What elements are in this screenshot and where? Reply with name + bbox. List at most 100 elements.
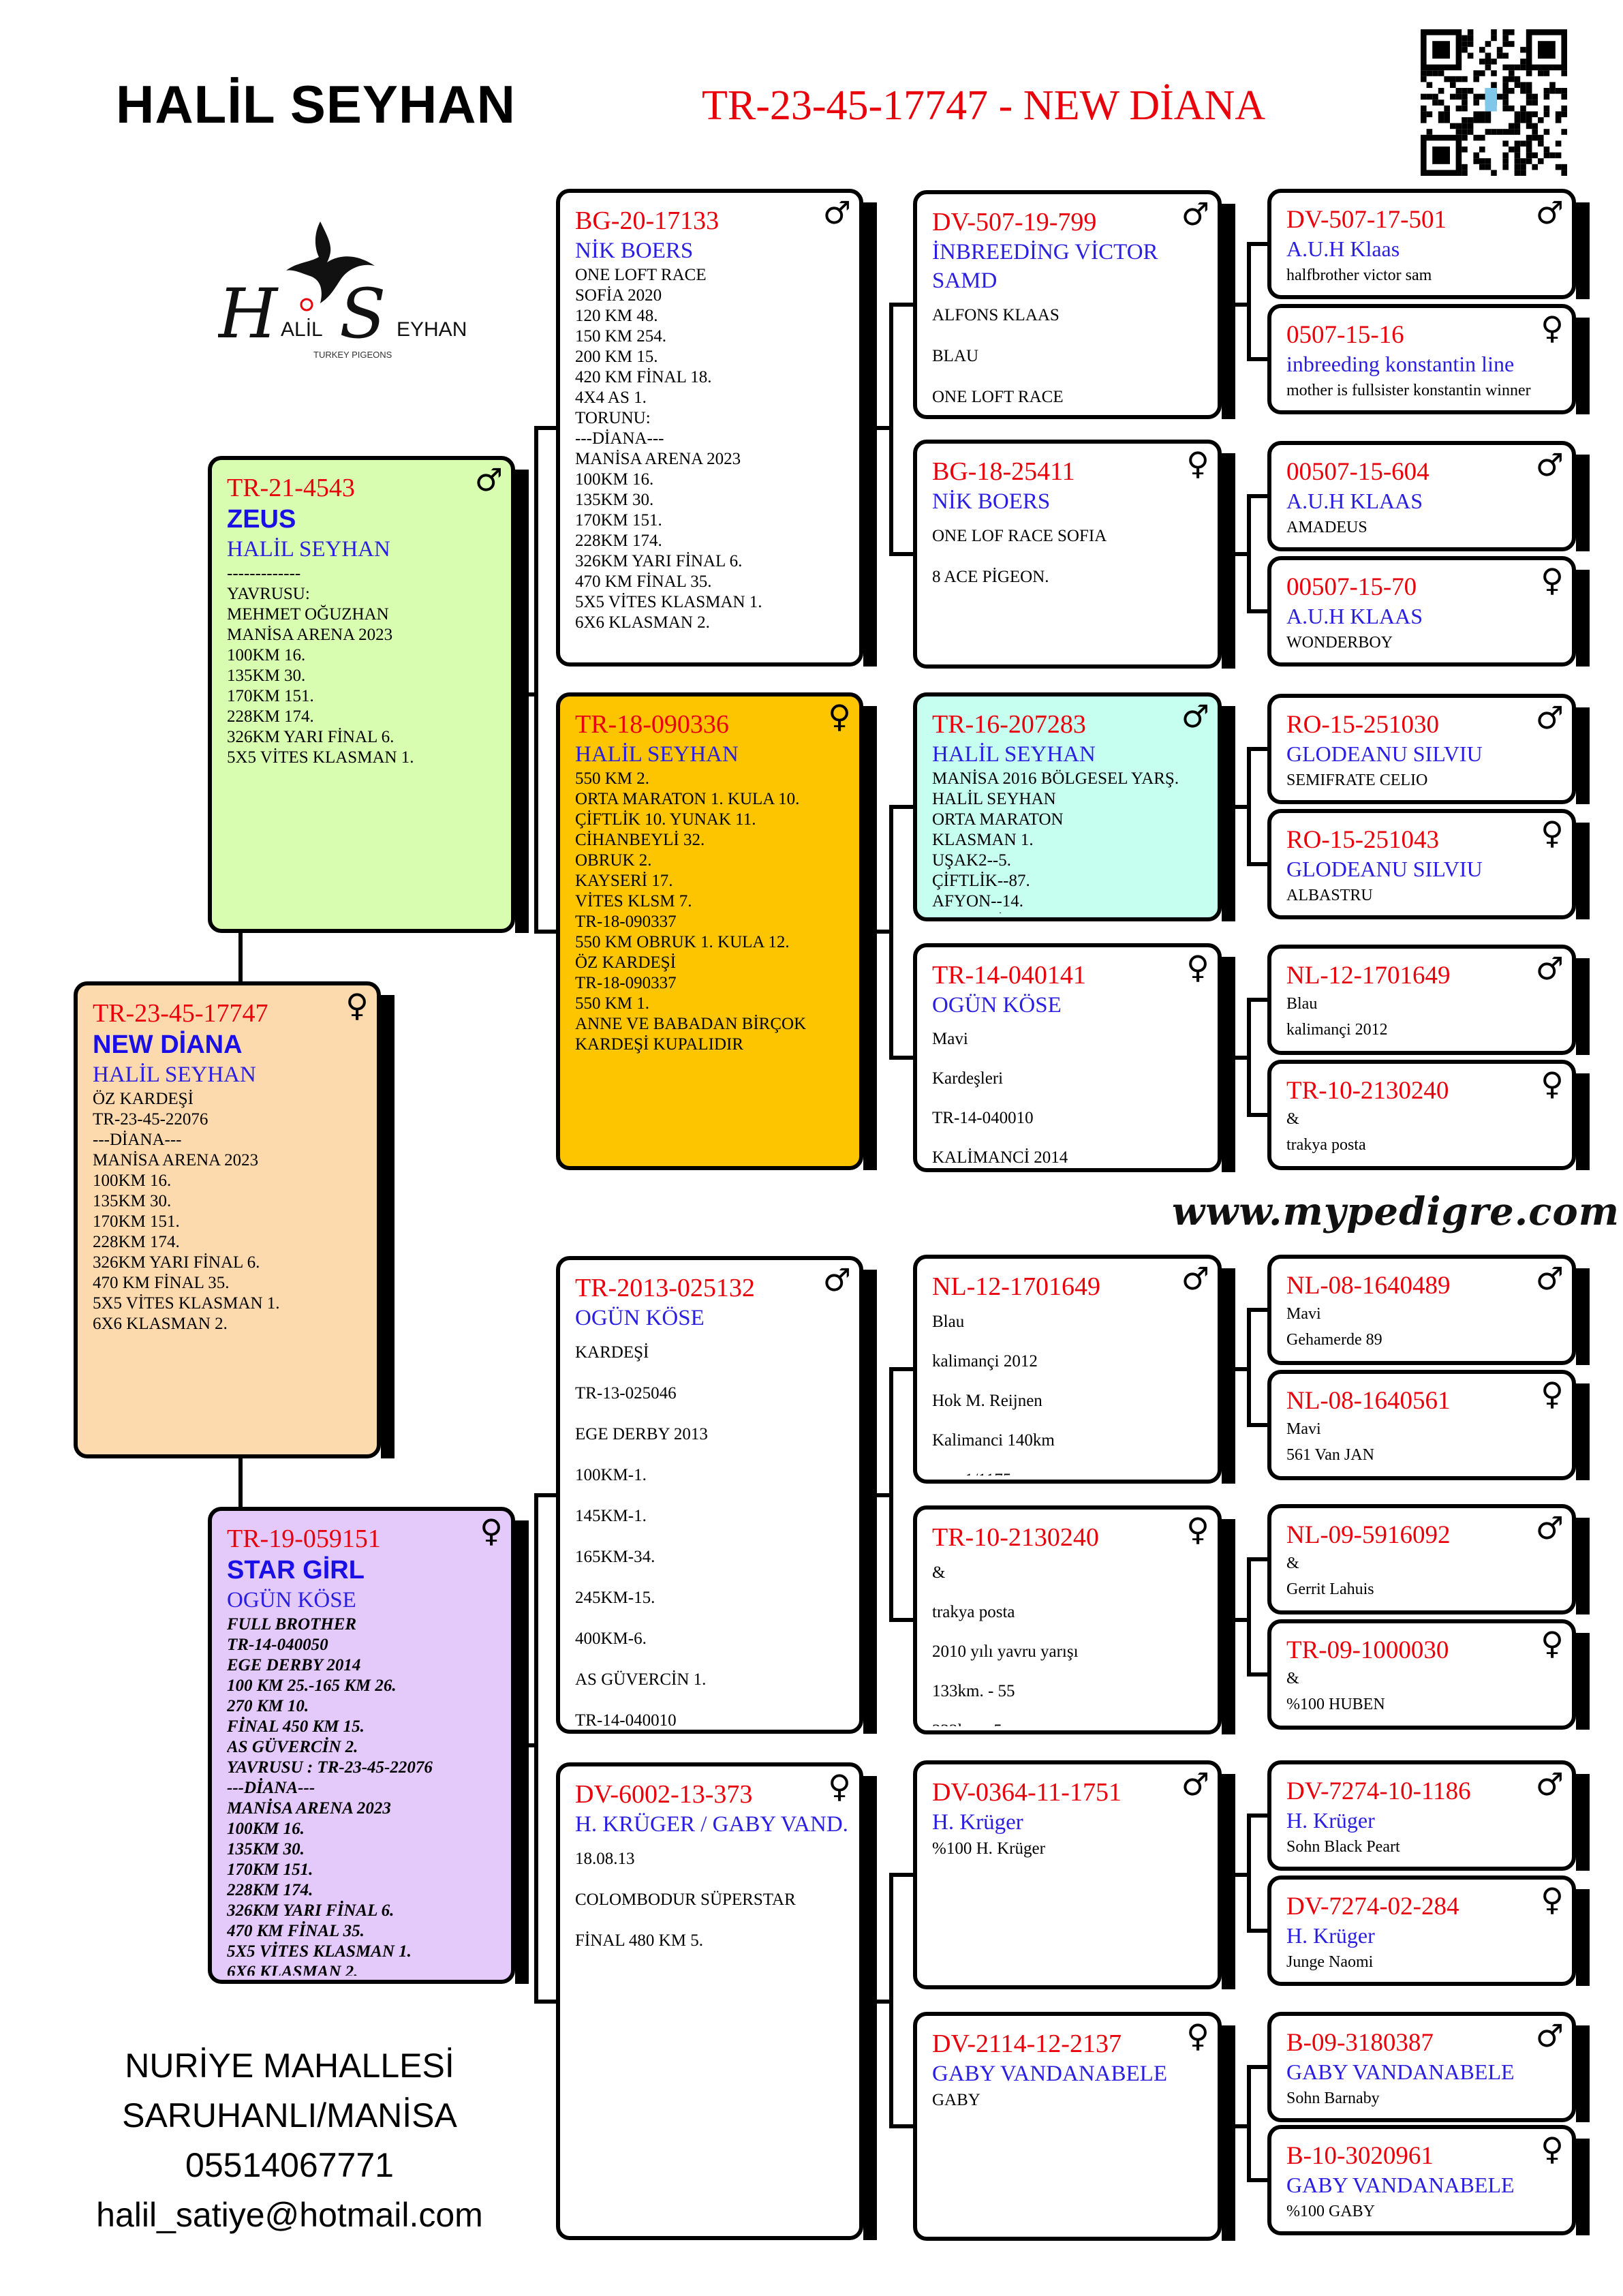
note-line: MANİSA ARENA 2023 xyxy=(93,1151,259,1169)
male-icon: ♂ xyxy=(822,1261,851,1298)
contact-info: NURİYE MAHALLESİ SARUHANLI/MANİSA 055140… xyxy=(41,2041,538,2240)
note-line: 561 Van JAN xyxy=(1286,1446,1374,1464)
ancestor-card[interactable]: ♀TR-09-1000030&%100 HUBEN xyxy=(1267,1619,1590,1730)
note-line: MANİSA 2016 BÖLGESEL YARŞ. xyxy=(932,769,1179,788)
note-line: 200 KM 15. xyxy=(575,348,658,366)
note-line: ---DİANA--- xyxy=(93,1131,182,1149)
male-icon: ♂ xyxy=(1535,194,1564,231)
ring-number: TR-23-45-17747 xyxy=(93,999,268,1028)
note-line: 550 KM 1. xyxy=(575,994,650,1013)
female-icon: ♀ xyxy=(828,1768,851,1805)
ring-number: B-09-3180387 xyxy=(1286,2029,1434,2057)
note-line: ANNE VE BABADAN BİRÇOK xyxy=(575,1015,807,1033)
connector-line xyxy=(534,1493,556,1497)
ring-number: TR-10-2130240 xyxy=(1286,1077,1449,1105)
note-line: EGE DERBY 2013 xyxy=(575,1425,708,1443)
note-line: %100 HUBEN xyxy=(1286,1696,1385,1713)
breeder-name: HALİL SEYHAN xyxy=(116,74,516,134)
connector-line xyxy=(889,1367,913,1371)
connector-line xyxy=(1247,2178,1267,2182)
note-line: 100KM-1. xyxy=(575,1466,647,1484)
ancestor-card[interactable]: ♀TR-10-2130240&trakya posta xyxy=(1267,1060,1590,1170)
ring-number: DV-507-19-799 xyxy=(932,208,1097,236)
website-link[interactable]: www.mypedigre.com xyxy=(1172,1189,1620,1234)
connector-line xyxy=(889,1875,893,2126)
connector-line xyxy=(889,2124,913,2128)
owner-name: OGÜN KÖSE xyxy=(575,1306,705,1330)
connector-line xyxy=(1247,749,1251,864)
owner-name: H. Krüger xyxy=(1286,1923,1375,1948)
pigeon-name: ZEUS xyxy=(227,505,296,534)
owner-name: HALİL SEYHAN xyxy=(932,742,1096,767)
note-line: 550 KM OBRUK 1. KULA 12. xyxy=(575,933,790,951)
note-line: Mavi xyxy=(1286,1420,1321,1438)
connector-line xyxy=(534,1999,556,2004)
connector-line xyxy=(889,1873,913,1877)
note-line: race 1/1175 p. xyxy=(932,1460,1208,1475)
owner-name: HALİL SEYHAN xyxy=(227,537,390,562)
ring-number: TR-18-090336 xyxy=(575,710,729,739)
owner-name: İNBREEDİNG VİCTOR SAMD xyxy=(932,240,1158,293)
ring-number: NL-08-1640489 xyxy=(1286,1272,1451,1300)
female-icon: ♀ xyxy=(1541,309,1564,346)
note-line: 100KM 16. xyxy=(227,1820,305,1838)
connector-line xyxy=(1247,609,1267,613)
ancestor-card[interactable]: ♂NL-09-5916092&Gerrit Lahuis xyxy=(1267,1504,1590,1614)
male-icon: ♂ xyxy=(1535,446,1564,483)
male-icon: ♂ xyxy=(1535,1510,1564,1546)
note-line: FULL BROTHER xyxy=(227,1615,357,1634)
connector-line xyxy=(863,425,889,430)
owner-name: H. KRÜGER / GABY VAND. xyxy=(575,1812,848,1837)
connector-line xyxy=(1247,998,1267,1002)
svg-text:H: H xyxy=(218,274,279,354)
owner-name: inbreeding konstantin line xyxy=(1286,352,1515,376)
connector-line xyxy=(889,305,893,554)
note-line: TR-13-025046 xyxy=(575,1384,677,1403)
note-line: 135KM 30. xyxy=(575,491,654,509)
note-line: Mavi xyxy=(1286,1305,1321,1323)
note-line: MANİSA ARENA 2023 xyxy=(227,626,393,644)
note-line: Sohn Barnaby xyxy=(1286,2090,1380,2107)
ring-number: TR-2013-025132 xyxy=(575,1274,755,1302)
svg-text:EYHAN: EYHAN xyxy=(397,318,467,341)
note-line: KLASMAN 1. xyxy=(932,831,1034,849)
connector-line xyxy=(1222,1367,1247,1371)
owner-name: A.U.H KLAAS xyxy=(1286,604,1423,628)
note-line: 135KM 30. xyxy=(227,667,306,685)
connector-line xyxy=(889,1369,893,1620)
